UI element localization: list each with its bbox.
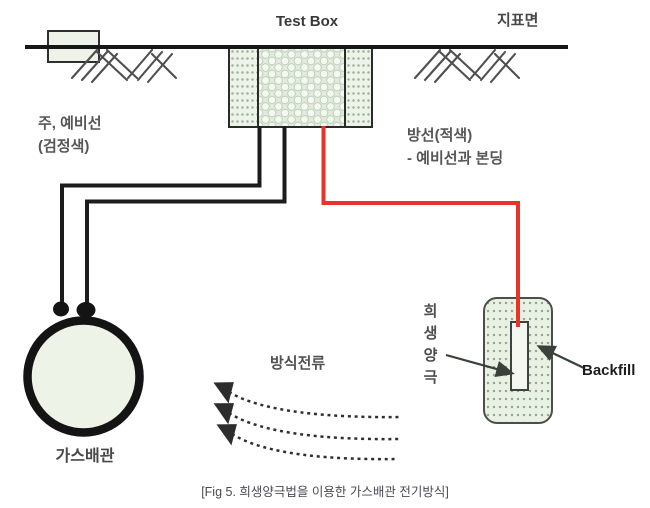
main-spare-wire-label: 주, 예비선 (검정색) bbox=[38, 112, 102, 158]
red-anode-wire bbox=[321, 126, 520, 327]
protection-current-label: 방식전류 bbox=[270, 355, 326, 372]
black-wire-main bbox=[60, 126, 262, 306]
test-box-gravel-fill bbox=[257, 48, 346, 126]
anode-pointer-arrow bbox=[445, 353, 515, 378]
soil-hatch-left bbox=[70, 48, 178, 84]
figure-caption: [Fig 5. 희생양극법을 이용한 가스배관 전기방식] bbox=[201, 485, 449, 499]
wire-weld-lug-1 bbox=[53, 301, 69, 317]
red-wire-label: 방선(적색) - 예비선과 본딩 bbox=[407, 124, 503, 170]
main-spare-wire-label-line1: 주, 예비선 bbox=[38, 115, 102, 132]
backfill-pointer-arrow bbox=[536, 345, 585, 369]
black-wire-spare bbox=[85, 126, 287, 306]
soil-hatch-right bbox=[413, 48, 521, 84]
backfill-label: Backfill bbox=[582, 362, 636, 379]
gas-pipe-circle bbox=[23, 316, 144, 437]
protection-current-arrows bbox=[213, 382, 403, 461]
test-box-side-fill-left bbox=[230, 48, 257, 126]
test-box bbox=[228, 46, 373, 128]
gas-pipe-label: 가스배관 bbox=[55, 448, 115, 465]
sacrificial-anode-label: 희생양극 bbox=[421, 303, 438, 391]
wire-weld-lug-2 bbox=[76, 302, 96, 318]
ground-surface-label: 지표면 bbox=[497, 12, 539, 29]
test-box-label: Test Box bbox=[275, 13, 339, 30]
red-wire-label-line1: 방선(적색) bbox=[407, 127, 473, 144]
test-box-side-fill-right bbox=[346, 48, 371, 126]
main-spare-wire-label-line2: (검정색) bbox=[38, 138, 90, 155]
red-wire-label-line2: - 예비선과 본딩 bbox=[407, 150, 504, 167]
